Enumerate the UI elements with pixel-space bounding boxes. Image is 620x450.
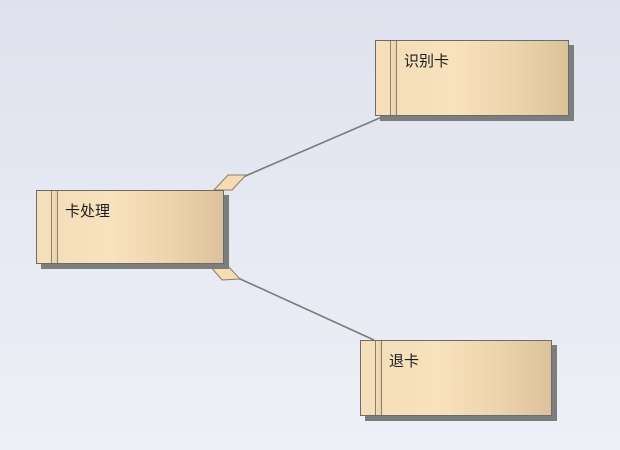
aggregation-diamond-icon bbox=[208, 265, 242, 281]
node-label: 退卡 bbox=[389, 352, 420, 370]
node-handle bbox=[37, 191, 58, 263]
node-handle bbox=[376, 41, 397, 115]
node-card-processing[interactable]: 卡处理 bbox=[36, 190, 224, 264]
node-eject-card[interactable]: 退卡 bbox=[360, 340, 552, 416]
edge-card-processing-to-identify-card[interactable] bbox=[212, 116, 383, 191]
node-label: 识别卡 bbox=[404, 52, 450, 70]
edge-card-processing-to-eject-card[interactable] bbox=[208, 265, 375, 341]
connector-line bbox=[237, 277, 375, 341]
node-identify-card[interactable]: 识别卡 bbox=[375, 40, 569, 116]
connector-line bbox=[242, 116, 383, 178]
aggregation-diamond-icon bbox=[212, 174, 248, 191]
node-handle bbox=[361, 341, 382, 415]
node-label: 卡处理 bbox=[65, 202, 111, 220]
